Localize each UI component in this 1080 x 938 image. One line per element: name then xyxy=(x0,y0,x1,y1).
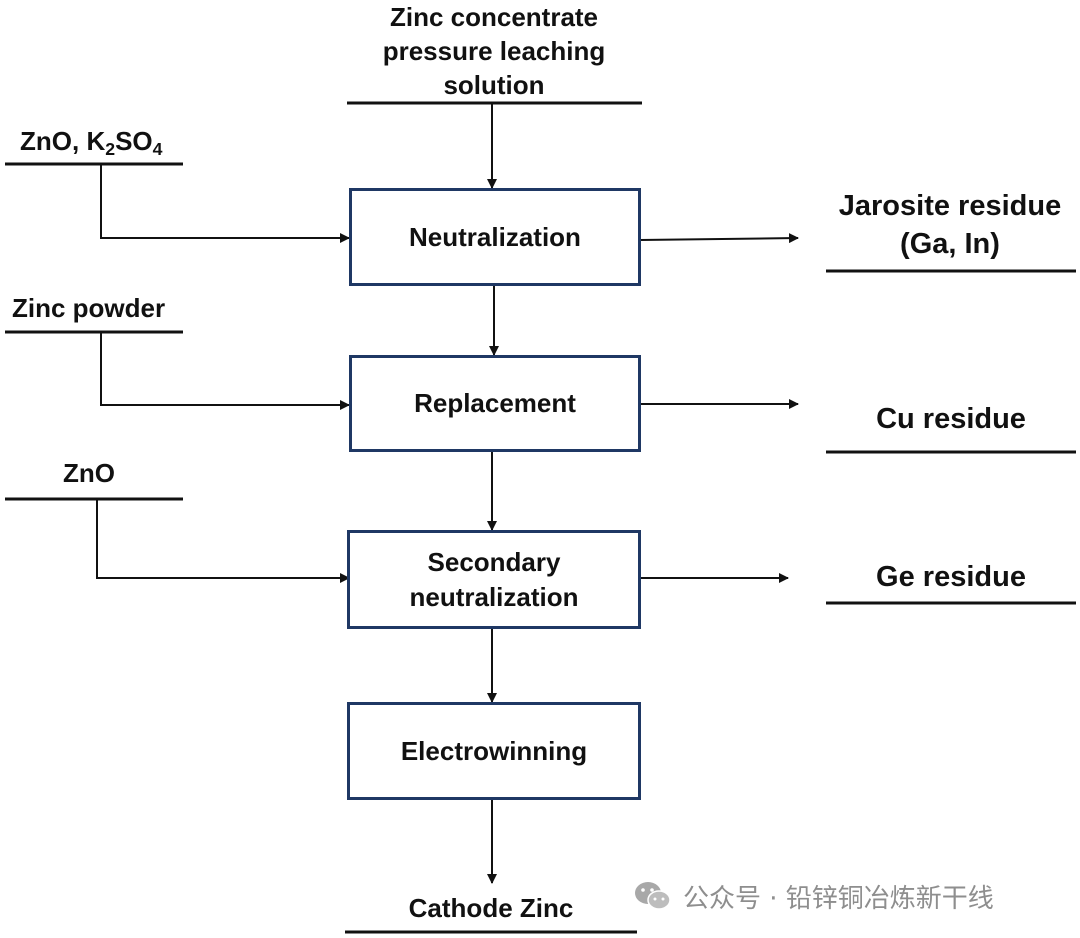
replacement-box: Replacement xyxy=(349,355,641,452)
ge-residue-label: Ge residue xyxy=(876,561,1026,593)
cathode-zinc-label: Cathode Zinc xyxy=(408,893,574,923)
secondary-label-line-2: neutralization xyxy=(409,581,579,612)
secondary-label-line-1: Secondary xyxy=(427,546,561,577)
jarosite-line-2: (Ga, In) xyxy=(900,228,1000,260)
jarosite-residue-label: Jarosite residue (Ga, In) xyxy=(820,187,1080,263)
zno-input-arrow xyxy=(96,499,350,583)
source-label: Zinc concentrate pressure leaching solut… xyxy=(344,0,644,102)
zno-k2so4-input-arrow xyxy=(100,164,350,243)
source-line-3: solution xyxy=(443,70,545,100)
electrowinning-box: Electrowinning xyxy=(347,702,641,800)
zno-label: ZnO xyxy=(63,458,115,488)
source-line-2: pressure leaching xyxy=(382,36,606,66)
neutralization-label: Neutralization xyxy=(409,221,581,252)
electrowinning-label: Electrowinning xyxy=(400,735,588,766)
watermark: 公众号 · 铅锌铜冶炼新干线 xyxy=(633,874,994,918)
wechat-icon xyxy=(635,882,671,910)
jarosite-line-1: Jarosite residue xyxy=(838,190,1062,222)
source-line-1: Zinc concentrate xyxy=(389,2,599,32)
zinc-powder-label: Zinc powder xyxy=(12,293,166,323)
cu-residue-label: Cu residue xyxy=(876,403,1026,435)
zinc-powder-input-arrow xyxy=(100,332,350,410)
watermark-text: 公众号 · 铅锌铜冶炼新干线 xyxy=(683,883,994,914)
jarosite-output-arrow xyxy=(639,233,799,244)
secondary-neutralization-box: Secondary neutralization xyxy=(347,530,641,629)
neutralization-box: Neutralization xyxy=(349,188,641,286)
replacement-label: Replacement xyxy=(414,388,576,418)
zno-k2so4-label: ZnO, K2SO4 xyxy=(20,126,163,159)
